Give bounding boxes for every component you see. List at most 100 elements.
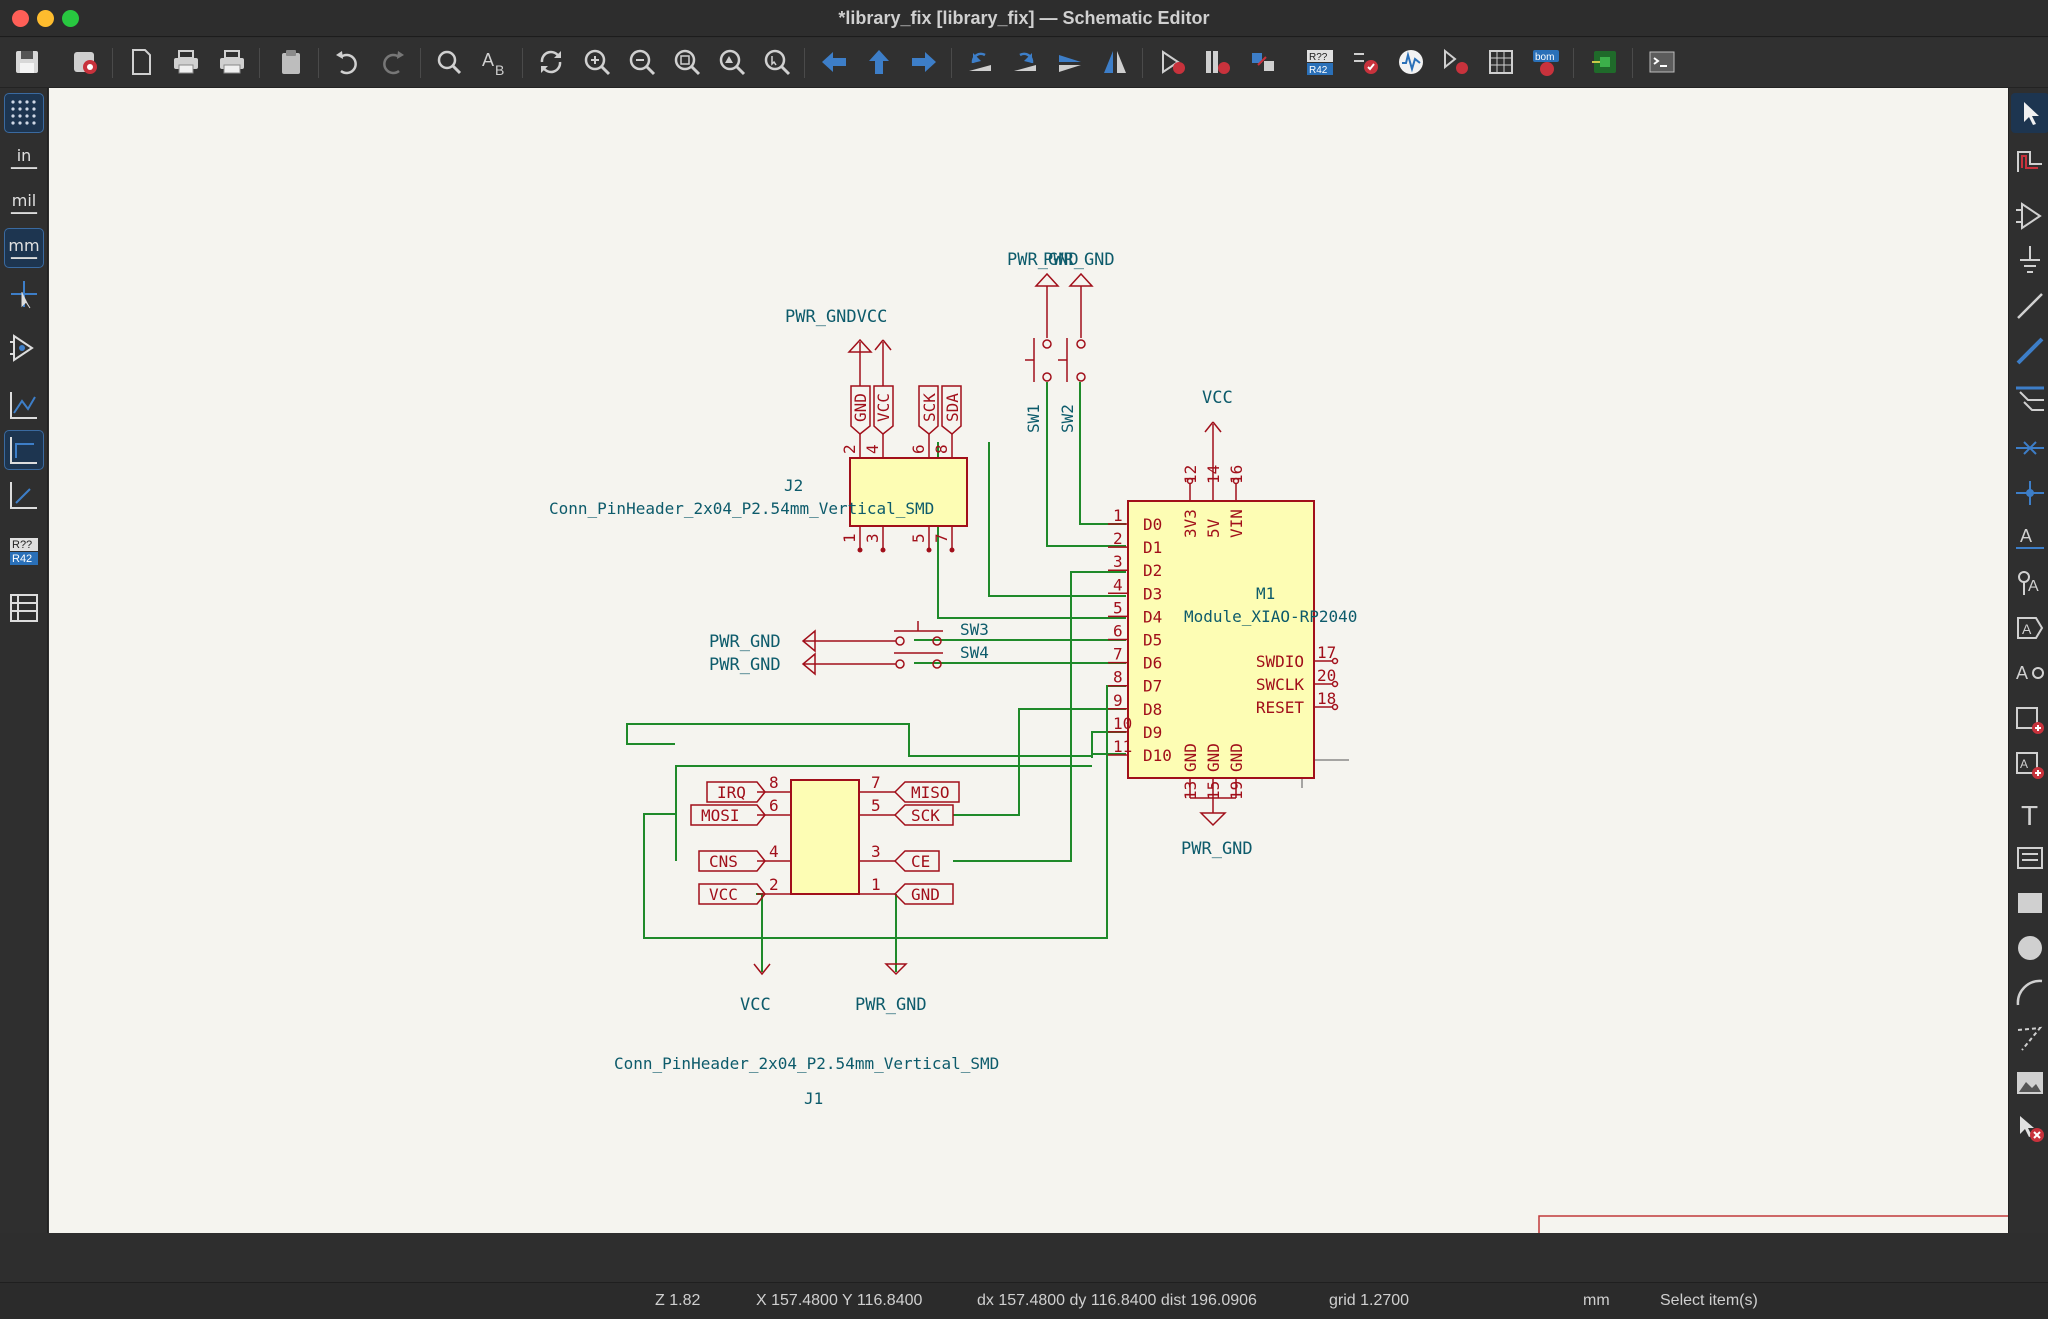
add-sheet-icon[interactable] [2011,700,2048,740]
rotate-ccw-icon[interactable] [961,43,999,81]
m1-right-pin-number-17: 17 [1317,643,1336,662]
cursor-crosshair-icon[interactable] [4,274,44,314]
m1-value: Module_XIAO-RP2040 [1184,607,1357,626]
add-bus-icon[interactable] [2011,331,2048,371]
add-textbox-icon[interactable] [2011,838,2048,878]
zoom-out-icon[interactable] [623,43,661,81]
pcb-editor-icon[interactable] [1586,43,1624,81]
sw1-sw2-switches[interactable]: PWR_GND PWR_GND SW1 SW2 [1007,250,1115,433]
no-connect-icon[interactable] [2011,428,2048,468]
m1-reference: M1 [1256,584,1275,603]
line-mode-90-icon[interactable] [4,430,44,470]
bom-icon[interactable]: bom [1527,43,1565,81]
schematic-drawing: GND VCC SCK SDA 2 4 6 8 1 3 5 7 J2 Conn_… [549,250,2008,1233]
footprint-assignment-icon[interactable] [1244,43,1282,81]
sw3-sw4-switches[interactable]: SW3 SW4 PWR_GND PWR_GND [709,620,989,676]
add-symbol-icon[interactable] [2011,196,2048,236]
refresh-icon[interactable] [532,43,570,81]
m1-module[interactable]: VCC PWR_GND M1 Module_XIAO-RP2040 D01D12… [1108,388,1357,859]
navigate-up-icon[interactable] [860,43,898,81]
undo-icon[interactable] [328,43,366,81]
symbol-editor-icon[interactable] [1154,43,1192,81]
erc-icon[interactable] [1346,43,1384,81]
m1-pin-name-d6: D6 [1143,654,1162,673]
delete-tool-icon[interactable] [2011,1108,2048,1148]
units-mils-button[interactable]: mil [4,183,44,223]
add-text-icon[interactable]: T [2011,793,2048,833]
rotate-cw-icon[interactable] [1006,43,1044,81]
j2-pin-4: 4 [863,444,882,454]
find-icon[interactable] [430,43,468,81]
annotate-icon[interactable]: R??R42 [1301,43,1339,81]
select-tool-icon[interactable] [2011,93,2048,133]
svg-text:A: A [2022,621,2032,637]
add-circle-icon[interactable] [2011,928,2048,968]
zoom-in-icon[interactable] [578,43,616,81]
m1-bottom-pin-number-13: 13 [1181,781,1200,800]
net-label-icon[interactable]: A [2011,518,2048,558]
symbol-fields-table-icon[interactable] [1437,43,1475,81]
status-bar: Z 1.82 X 157.4800 Y 116.8400 dx 157.4800… [0,1282,2048,1319]
add-arc-icon[interactable] [2011,973,2048,1013]
zoom-window-button[interactable] [62,10,79,27]
units-mm-button[interactable]: mm [4,228,44,268]
zoom-fit-icon[interactable] [668,43,706,81]
zoom-selection-icon[interactable] [758,43,796,81]
add-wire-icon[interactable] [2011,286,2048,326]
window-title: *library_fix [library_fix] — Schematic E… [838,8,1210,28]
j1-pin-4: 4 [769,842,779,861]
sw1-power-label: PWR_GND [1007,250,1079,270]
add-power-icon[interactable] [2011,240,2048,280]
j1-body [790,779,860,895]
mirror-horizontal-icon[interactable] [1096,43,1134,81]
add-sheet-pin-icon[interactable]: A [2011,745,2048,785]
mirror-vertical-icon[interactable] [1051,43,1089,81]
junction-icon[interactable] [2011,473,2048,513]
print-icon[interactable] [167,43,205,81]
add-rectangle-icon[interactable] [2011,883,2048,923]
m1-pin-name-d2: D2 [1143,561,1162,580]
hierarchy-navigator-icon[interactable] [4,588,44,628]
j1-connector[interactable]: IRQ MOSI CNS VCC MISO SCK CE GND 8 6 4 2… [614,773,999,1108]
line-mode-45-icon[interactable] [4,475,44,515]
line-mode-free-icon[interactable] [4,385,44,425]
m1-pin-name-d9: D9 [1143,723,1162,742]
j2-connector[interactable]: GND VCC SCK SDA 2 4 6 8 1 3 5 7 J2 Conn_… [549,385,968,553]
schematic-setup-icon[interactable] [66,43,104,81]
scripting-console-icon[interactable] [1643,43,1681,81]
paste-icon[interactable] [272,43,310,81]
add-bus-entry-icon[interactable] [2011,378,2048,418]
j1-label-sck: SCK [911,806,940,825]
m1-bottom-pin-number-19: 19 [1227,781,1246,800]
page-settings-icon[interactable] [122,43,160,81]
edit-symbol-fields-icon[interactable] [1482,43,1520,81]
units-inches-button[interactable]: in [4,138,44,178]
j1-label-cns: CNS [709,852,738,871]
plot-icon[interactable] [213,43,251,81]
global-label-icon[interactable]: A [2011,563,2048,603]
highlight-net-icon[interactable] [2011,140,2048,180]
m1-right-pin-number-18: 18 [1317,689,1336,708]
grid-toggle-icon[interactable] [4,93,44,133]
sw3-reference: SW3 [960,620,989,639]
navigate-forward-icon[interactable] [905,43,943,81]
close-window-button[interactable] [12,10,29,27]
directive-label-icon[interactable]: A [2011,653,2048,693]
m1-pin-name-d1: D1 [1143,538,1162,557]
m1-vcc-label: VCC [1202,388,1233,408]
symbol-library-browser-icon[interactable] [1199,43,1237,81]
schematic-canvas[interactable]: GND VCC SCK SDA 2 4 6 8 1 3 5 7 J2 Conn_… [49,88,2008,1233]
add-image-icon[interactable] [2011,1063,2048,1103]
hidden-pins-icon[interactable] [4,328,44,368]
minimize-window-button[interactable] [37,10,54,27]
redo-icon[interactable] [374,43,412,81]
zoom-objects-icon[interactable] [713,43,751,81]
left-toolbar: in mil mm R??R42 [0,88,48,1233]
hierarchical-label-icon[interactable]: A [2011,608,2048,648]
navigate-back-icon[interactable] [815,43,853,81]
annotation-view-icon[interactable]: R??R42 [4,531,44,571]
add-lines-icon[interactable] [2011,1018,2048,1058]
save-icon[interactable] [8,43,46,81]
simulator-icon[interactable] [1392,43,1430,81]
